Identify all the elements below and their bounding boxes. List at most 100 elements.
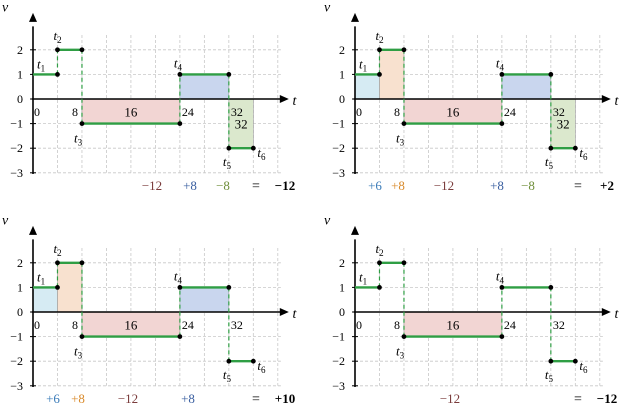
area-region bbox=[379, 49, 405, 100]
y-tick-label: 0 bbox=[339, 92, 345, 106]
displacement-total: +10 bbox=[275, 391, 295, 406]
y-tick-label: −1 bbox=[332, 117, 345, 131]
region-label: 16 bbox=[446, 317, 460, 332]
displacement-total: −12 bbox=[597, 391, 617, 406]
segment-point bbox=[499, 285, 505, 290]
segment-point bbox=[377, 47, 382, 53]
segment-point bbox=[250, 145, 256, 151]
segment-point bbox=[55, 285, 60, 290]
segment-point bbox=[55, 47, 60, 53]
time-point-label: t2 bbox=[375, 241, 383, 258]
y-tick-label: 0 bbox=[17, 305, 23, 319]
area-term: +6 bbox=[46, 391, 60, 406]
displacement-total: −12 bbox=[275, 178, 295, 193]
x-tick-label: 32 bbox=[231, 318, 243, 332]
equals-sign: = bbox=[252, 179, 260, 194]
time-point-label: t2 bbox=[53, 28, 61, 45]
y-tick-label: 2 bbox=[17, 256, 23, 270]
x-tick-label: 8 bbox=[72, 105, 78, 119]
segment-point bbox=[401, 47, 407, 53]
y-axis-label: v bbox=[324, 214, 331, 229]
x-axis-label: t bbox=[292, 94, 297, 109]
region-label: 16 bbox=[124, 104, 138, 119]
x-axis-label: t bbox=[292, 307, 297, 322]
y-axis-label: v bbox=[2, 214, 9, 229]
area-region bbox=[179, 287, 230, 313]
x-tick-label: 8 bbox=[394, 318, 400, 332]
x-tick-label: 32 bbox=[231, 105, 243, 119]
area-term: +8 bbox=[181, 391, 195, 406]
x-tick-label: 24 bbox=[182, 318, 194, 332]
segment-point bbox=[226, 145, 232, 151]
x-axis-arrow bbox=[601, 95, 611, 103]
x-tick-label: 8 bbox=[72, 318, 78, 332]
segment-point bbox=[250, 358, 256, 364]
time-point-label: t3 bbox=[396, 344, 405, 361]
y-tick-label: 2 bbox=[339, 256, 345, 270]
segment-point bbox=[401, 260, 407, 266]
segment-point bbox=[55, 72, 60, 77]
segment-point bbox=[499, 121, 505, 126]
segment-point bbox=[401, 334, 407, 339]
y-tick-label: 2 bbox=[17, 43, 23, 57]
y-axis-label: v bbox=[324, 1, 331, 16]
x-tick-label: 32 bbox=[553, 318, 565, 332]
segment-point bbox=[177, 334, 183, 339]
time-point-label: t5 bbox=[545, 154, 554, 171]
y-tick-label: 1 bbox=[17, 280, 23, 294]
area-region bbox=[550, 98, 576, 149]
time-point-label: t4 bbox=[496, 55, 505, 72]
time-point-label: t3 bbox=[74, 344, 83, 361]
segment-point bbox=[79, 121, 85, 126]
y-tick-label: −2 bbox=[332, 354, 345, 368]
region-label: 32 bbox=[235, 117, 248, 132]
time-point-label: t1 bbox=[359, 56, 367, 73]
segment-point bbox=[226, 358, 232, 364]
equals-sign: = bbox=[574, 392, 582, 407]
area-term: +8 bbox=[490, 178, 504, 193]
y-tick-label: −1 bbox=[10, 330, 23, 344]
segment-point bbox=[79, 334, 85, 339]
region-label: 32 bbox=[557, 117, 570, 132]
area-region bbox=[403, 311, 503, 337]
time-point-label: t1 bbox=[37, 269, 45, 286]
segment-point bbox=[548, 145, 554, 151]
segment-point bbox=[377, 72, 382, 77]
area-term: −8 bbox=[216, 178, 230, 193]
y-axis-arrow bbox=[351, 225, 359, 235]
segment-point bbox=[548, 72, 554, 77]
time-point-label: t2 bbox=[375, 28, 383, 45]
y-tick-label: 1 bbox=[339, 280, 345, 294]
area-term: −12 bbox=[440, 391, 460, 406]
time-point-label: t1 bbox=[359, 269, 367, 286]
area-region bbox=[501, 74, 552, 100]
segment-point bbox=[377, 260, 382, 266]
area-region bbox=[354, 74, 380, 100]
time-point-label: t4 bbox=[174, 268, 183, 285]
area-region bbox=[179, 74, 230, 100]
area-term: −12 bbox=[434, 178, 454, 193]
time-point-label: t6 bbox=[257, 145, 266, 162]
segment-point bbox=[177, 285, 183, 290]
segment-point bbox=[79, 47, 85, 53]
y-tick-label: −1 bbox=[10, 117, 23, 131]
area-term: −12 bbox=[118, 391, 138, 406]
equals-sign: = bbox=[574, 179, 582, 194]
region-label: 16 bbox=[446, 104, 460, 119]
segment-point bbox=[177, 121, 183, 126]
y-tick-label: 0 bbox=[339, 305, 345, 319]
area-region bbox=[81, 98, 181, 124]
x-axis-label: t bbox=[614, 94, 619, 109]
y-tick-label: −3 bbox=[10, 166, 23, 180]
x-tick-label: 8 bbox=[394, 105, 400, 119]
time-point-label: t6 bbox=[579, 358, 588, 375]
displacement-total: +2 bbox=[600, 178, 614, 193]
time-point-label: t6 bbox=[257, 358, 266, 375]
region-label: 16 bbox=[124, 317, 138, 332]
x-tick-label: 24 bbox=[182, 105, 194, 119]
y-tick-label: 2 bbox=[339, 43, 345, 57]
y-tick-label: −3 bbox=[10, 379, 23, 393]
y-tick-label: −1 bbox=[332, 330, 345, 344]
area-term: +6 bbox=[368, 178, 382, 193]
